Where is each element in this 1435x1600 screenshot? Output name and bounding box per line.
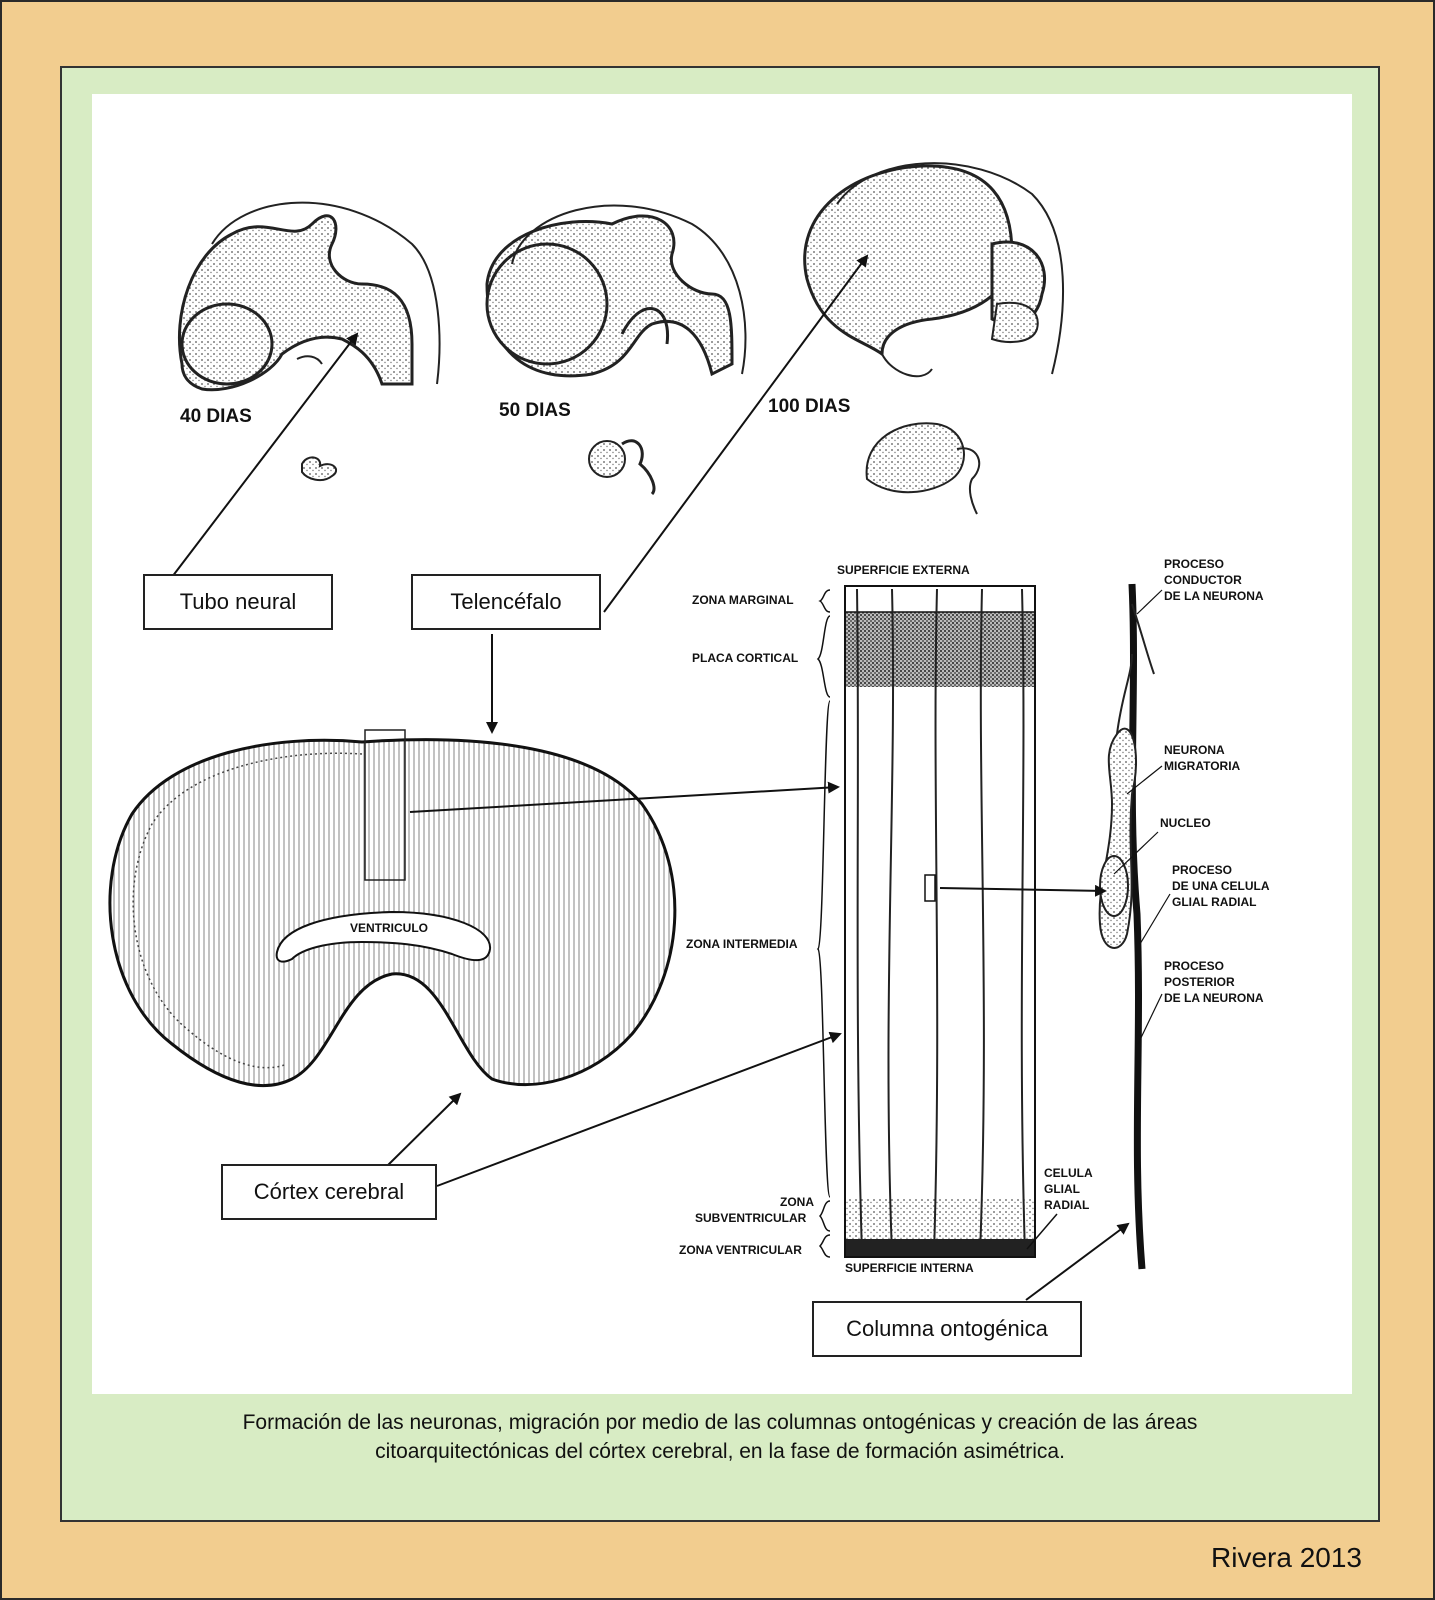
embryo-40-days xyxy=(177,201,441,392)
celula-glial-label-3: RADIAL xyxy=(1044,1198,1089,1212)
proceso-glial-label-2: DE UNA CELULA xyxy=(1172,879,1270,893)
embryo-50-days-small xyxy=(588,439,656,496)
stage-label-100: 100 DIAS xyxy=(768,396,850,417)
callout-tubo-neural: Tubo neural xyxy=(143,574,333,630)
superficie-externa-label: SUPERFICIE EXTERNA xyxy=(837,563,970,577)
arrow-column-to-neuron xyxy=(939,884,1107,897)
placa-cortical-label: PLACA CORTICAL xyxy=(692,651,798,665)
celula-glial-label-2: GLIAL xyxy=(1044,1182,1080,1196)
green-panel: 40 DIAS 50 DIAS 100 DIAS VENTRICULO xyxy=(60,66,1380,1522)
arrows xyxy=(171,254,1130,1301)
callout-columna-ontogenica: Columna ontogénica xyxy=(812,1301,1082,1357)
proceso-conductor-label-1: PROCESO xyxy=(1164,557,1224,571)
proceso-glial-label-3: GLIAL RADIAL xyxy=(1172,895,1256,909)
embryo-50-days xyxy=(485,204,747,378)
proceso-posterior-label-3: DE LA NEURONA xyxy=(1164,991,1264,1005)
figure-caption: Formación de las neuronas, migración por… xyxy=(82,1408,1358,1466)
proceso-glial-label-1: PROCESO xyxy=(1172,863,1232,877)
proceso-posterior-label-1: PROCESO xyxy=(1164,959,1224,973)
diagram-svg: 40 DIAS 50 DIAS 100 DIAS VENTRICULO xyxy=(108,162,1270,1301)
embryo-100-days xyxy=(803,162,1064,378)
figure-area: 40 DIAS 50 DIAS 100 DIAS VENTRICULO xyxy=(92,94,1352,1394)
superficie-interna-label: SUPERFICIE INTERNA xyxy=(845,1261,974,1275)
zona-intermedia-label: ZONA INTERMEDIA xyxy=(686,937,798,951)
credit: Rivera 2013 xyxy=(1211,1542,1362,1573)
proceso-posterior-label-2: POSTERIOR xyxy=(1164,975,1235,989)
neurona-migratoria-label-1: NEURONA xyxy=(1164,743,1225,757)
caption-line-2: citoarquitectónicas del córtex cerebral,… xyxy=(375,1440,1065,1463)
nucleo-label: NUCLEO xyxy=(1160,816,1211,830)
zona-ventricular-label: ZONA VENTRICULAR xyxy=(679,1243,802,1257)
arrow-telencefalo-up xyxy=(603,254,869,613)
caption-line-1: Formación de las neuronas, migración por… xyxy=(242,1411,1198,1434)
ventriculo-label: VENTRICULO xyxy=(350,921,428,935)
zona-marginal-label: ZONA MARGINAL xyxy=(692,593,794,607)
embryo-40-days-small xyxy=(301,456,338,482)
stage-label-50: 50 DIAS xyxy=(499,400,571,421)
proceso-conductor-label-2: CONDUCTOR xyxy=(1164,573,1242,587)
arrow-tubo-neural xyxy=(171,332,359,578)
celula-glial-label-1: CELULA xyxy=(1044,1166,1093,1180)
zone-brackets xyxy=(816,589,1058,1258)
callout-telencefalo: Telencéfalo xyxy=(411,574,601,630)
zona-subventricular-label-2: SUBVENTRICULAR xyxy=(695,1211,807,1225)
neuron-labels: PROCESO CONDUCTOR DE LA NEURONA NEURONA … xyxy=(1160,557,1270,1005)
neuron-leader-lines xyxy=(1113,589,1171,1045)
migrating-neuron xyxy=(1098,583,1155,1270)
stage-label-40: 40 DIAS xyxy=(180,406,252,427)
ontogenic-column xyxy=(844,585,1036,1258)
arrow-cortex-label xyxy=(383,1092,462,1170)
neurona-migratoria-label-2: MIGRATORIA xyxy=(1164,759,1241,773)
arrow-columna-label xyxy=(1025,1222,1130,1301)
zona-subventricular-label-1: ZONA xyxy=(780,1195,814,1209)
arrow-cortex-to-column xyxy=(409,781,840,813)
cortex-cross-section xyxy=(108,729,677,1087)
embryo-100-days-small xyxy=(865,422,981,515)
arrow-cortex-label-to-column xyxy=(436,1031,842,1187)
callout-cortex-cerebral: Córtex cerebral xyxy=(221,1164,437,1220)
proceso-conductor-label-3: DE LA NEURONA xyxy=(1164,589,1264,603)
